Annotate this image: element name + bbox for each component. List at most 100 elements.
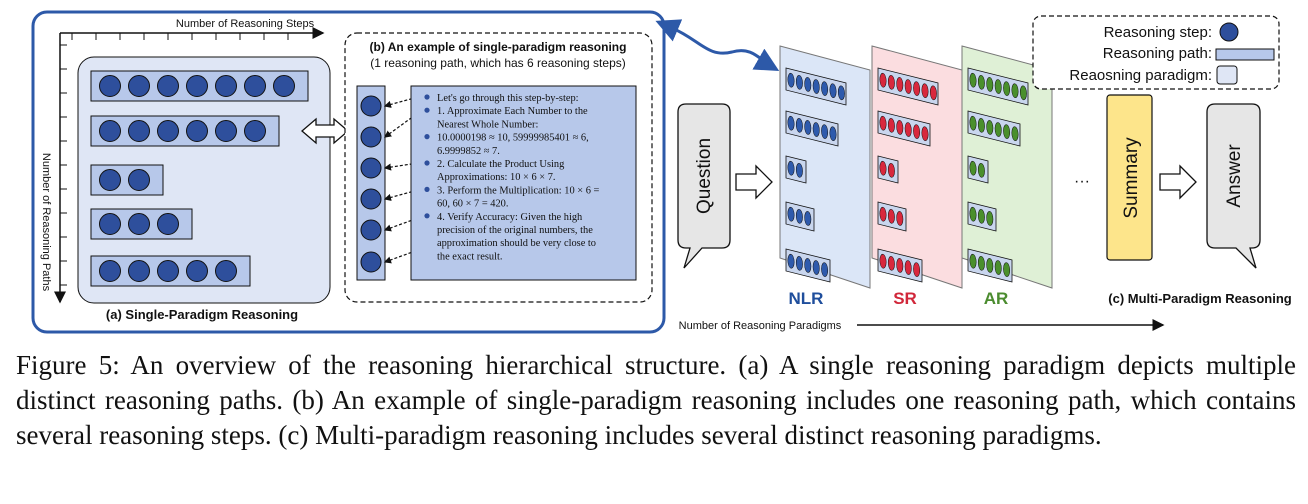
legend-paradigm-icon xyxy=(1216,65,1238,85)
reasoning-step xyxy=(186,75,208,97)
mini-path xyxy=(967,67,1029,106)
mini-step xyxy=(804,77,812,92)
paths-axis-label: Number of Reasoning Paths xyxy=(40,153,52,292)
paradigm-panel-ar xyxy=(961,45,1053,289)
panel-b-subtitle: (1 reasoning path, which has 6 reasoning… xyxy=(370,56,626,70)
step-link xyxy=(383,216,420,232)
reasoning-step xyxy=(128,120,150,142)
mini-step xyxy=(812,79,820,94)
figure-caption: Figure 5: An overview of the reasoning h… xyxy=(16,350,1296,450)
mini-step xyxy=(787,253,795,269)
reasoning-step xyxy=(186,120,208,142)
reasoning-paths xyxy=(90,70,309,287)
mini-step xyxy=(787,160,795,176)
reasoning-step xyxy=(157,120,179,142)
mini-step xyxy=(887,118,895,133)
bullet xyxy=(424,94,430,100)
mini-step xyxy=(1003,81,1011,96)
mini-step xyxy=(879,206,887,222)
mini-step xyxy=(913,124,921,139)
example-line: Let's go through this step-by-step: xyxy=(437,93,579,104)
mini-path xyxy=(877,110,931,147)
mini-step xyxy=(896,258,904,273)
legend-step-icon xyxy=(1219,22,1239,42)
step-link xyxy=(383,188,420,201)
example-text-box xyxy=(410,85,637,281)
mini-path xyxy=(785,201,815,232)
paradigms-axis-label: Number of Reasoning Paradigms xyxy=(679,320,842,332)
bullet xyxy=(424,160,430,166)
summary-label: Summary xyxy=(1121,137,1142,219)
summary-arrow xyxy=(1159,164,1197,200)
reasoning-step xyxy=(99,75,121,97)
example-step xyxy=(360,157,382,179)
mini-step xyxy=(795,209,803,224)
reasoning-step xyxy=(128,169,150,191)
link-arrow xyxy=(655,19,780,71)
mini-step xyxy=(904,260,912,275)
bullet xyxy=(424,213,430,219)
example-line: 2. Calculate the Product Using xyxy=(437,159,564,170)
reasoning-path xyxy=(90,70,309,102)
mini-step xyxy=(904,122,912,137)
mini-step xyxy=(887,163,895,178)
mini-step xyxy=(1003,124,1011,139)
mini-path xyxy=(785,155,807,184)
mini-step xyxy=(977,118,985,133)
mini-step xyxy=(986,120,994,135)
mini-step xyxy=(812,260,820,275)
step-link xyxy=(384,112,419,138)
mini-path xyxy=(967,110,1021,147)
path-bar xyxy=(90,164,164,196)
example-line: Approximations: 10 × 6 × 7. xyxy=(437,172,556,183)
mini-step xyxy=(821,81,829,96)
answer-bubble xyxy=(1206,103,1261,269)
question-label: Question xyxy=(694,138,715,214)
mini-step xyxy=(879,115,887,131)
mini-step xyxy=(929,85,937,101)
example-line: precision of the original numbers, the xyxy=(437,225,593,236)
bullet xyxy=(424,134,430,140)
mini-step xyxy=(829,83,837,99)
mini-step xyxy=(795,75,803,90)
paradigm-panel-nlr xyxy=(779,45,871,289)
example-step xyxy=(360,126,382,148)
example-line: 60, 60 × 7 = 420. xyxy=(437,199,508,210)
mini-step xyxy=(795,256,803,271)
reasoning-step xyxy=(128,75,150,97)
reasoning-step xyxy=(157,75,179,97)
mini-step xyxy=(837,85,845,101)
steps-axis-label: Number of Reasoning Steps xyxy=(176,18,315,30)
mini-path xyxy=(785,248,831,283)
mini-path xyxy=(967,248,1013,283)
paradigm-name-ar: AR xyxy=(984,289,1009,308)
mini-path xyxy=(877,201,907,232)
legend-step-label: Reasoning step: xyxy=(1104,24,1212,41)
mini-step xyxy=(896,211,904,226)
mini-step xyxy=(804,120,812,135)
legend-paradigm-label: Reaosning paradigm: xyxy=(1069,67,1212,84)
bullet xyxy=(424,107,430,113)
reasoning-path xyxy=(90,115,280,147)
mini-step xyxy=(812,122,820,137)
mini-step xyxy=(795,118,803,133)
mini-step xyxy=(986,211,994,226)
panel-a-title: (a) Single-Paradigm Reasoning xyxy=(106,307,298,322)
example-line: 1. Approximate Each Number to the xyxy=(437,106,588,117)
mini-step xyxy=(1011,83,1019,99)
reasoning-step xyxy=(157,260,179,282)
mini-step xyxy=(977,163,985,178)
mini-step xyxy=(913,262,921,277)
ellipsis: ··· xyxy=(1074,173,1090,190)
example-step xyxy=(360,251,382,273)
reasoning-path xyxy=(90,255,251,287)
mini-step xyxy=(887,209,895,224)
example-step xyxy=(360,219,382,241)
mini-step xyxy=(1003,262,1011,277)
example-line: approximation should be very close to xyxy=(437,238,596,249)
mini-step xyxy=(887,256,895,271)
mini-step xyxy=(896,77,904,92)
mini-step xyxy=(904,79,912,94)
mini-step xyxy=(887,75,895,90)
mini-step xyxy=(829,126,837,142)
